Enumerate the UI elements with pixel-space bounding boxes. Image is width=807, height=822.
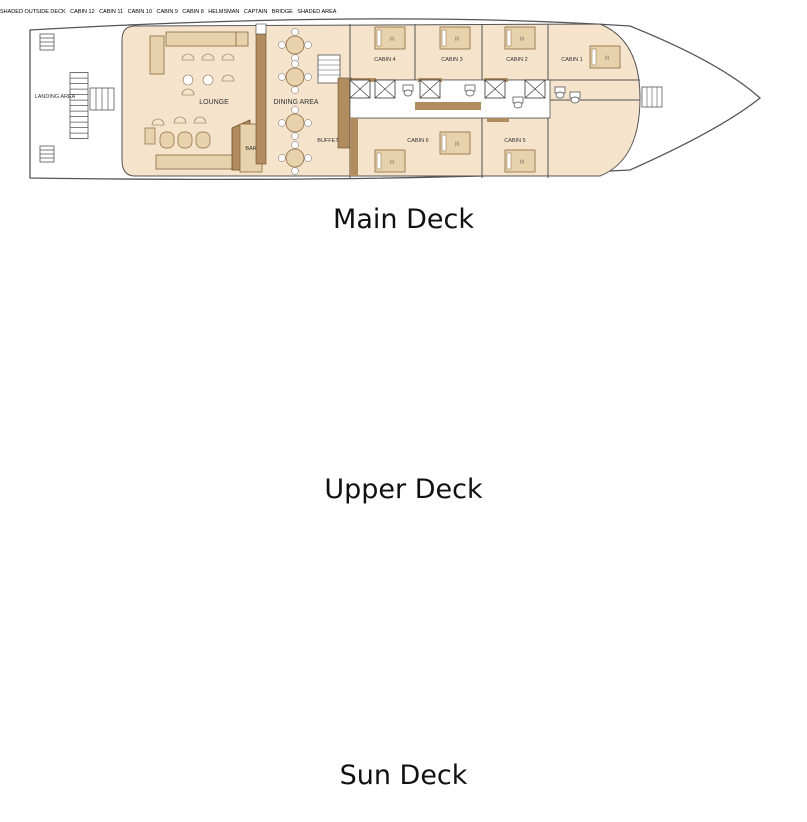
- sun-deck-floor: SHADED AREA: [297, 0, 336, 17]
- upper-deck-hull: SHADED OUTSIDE DECK CABIN 12: [0, 0, 297, 17]
- cabin-4-label: CABIN 4: [374, 57, 395, 63]
- cabin-2-label: CABIN 2: [506, 57, 527, 63]
- cabin-5-label: CABIN 5: [504, 138, 525, 144]
- lounge-label: LOUNGE: [199, 99, 229, 106]
- upper-deck-title: Upper Deck: [324, 474, 483, 505]
- bar-label: BAR: [245, 146, 256, 152]
- sun-deck-plan: SHADED AREA: [297, 0, 336, 17]
- upper-deck-plan: SHADED OUTSIDE DECK CABIN 12: [0, 0, 297, 17]
- captain-label: CAPTAIN: [243, 9, 268, 15]
- cabin-6-label: CABIN 6: [407, 138, 428, 144]
- helmsman-label: HELMSMAN: [208, 9, 240, 15]
- sun-deck-hull: SHADED AREA: [297, 0, 336, 17]
- main-deck-title: Main Deck: [333, 204, 474, 235]
- dining-area-label: DINING AREA: [273, 99, 318, 106]
- cabin-8-label: CABIN 8: [182, 9, 204, 15]
- cabin-1-label: CABIN 1: [561, 57, 582, 63]
- cabin-10-label: CABIN 10: [127, 9, 153, 15]
- cabin-12-label: CABIN 12: [70, 9, 95, 15]
- sun-deck-title: Sun Deck: [339, 760, 468, 791]
- buffet-label: BUFFET: [317, 138, 339, 144]
- shaded-area: SHADED AREA: [297, 0, 336, 17]
- shaded-area-label: SHADED AREA: [297, 9, 337, 15]
- upper-deck-interior: CABIN 12 CABIN 11 CABIN 10 CABIN 9 CABIN…: [70, 0, 297, 17]
- main-deck-plan: LANDING AREA LOUNGE BAR DINING AREA: [29, 18, 762, 181]
- cabin-9-label: CABIN 9: [156, 9, 178, 15]
- shaded-outside-deck-label: SHADED OUTSIDE DECK: [0, 9, 66, 15]
- bridge-label: BRIDGE: [271, 9, 293, 15]
- cabin-3-label: CABIN 3: [441, 57, 462, 63]
- cabin-11-label: CABIN 11: [99, 9, 124, 15]
- landing-area-label: LANDING AREA: [35, 94, 76, 100]
